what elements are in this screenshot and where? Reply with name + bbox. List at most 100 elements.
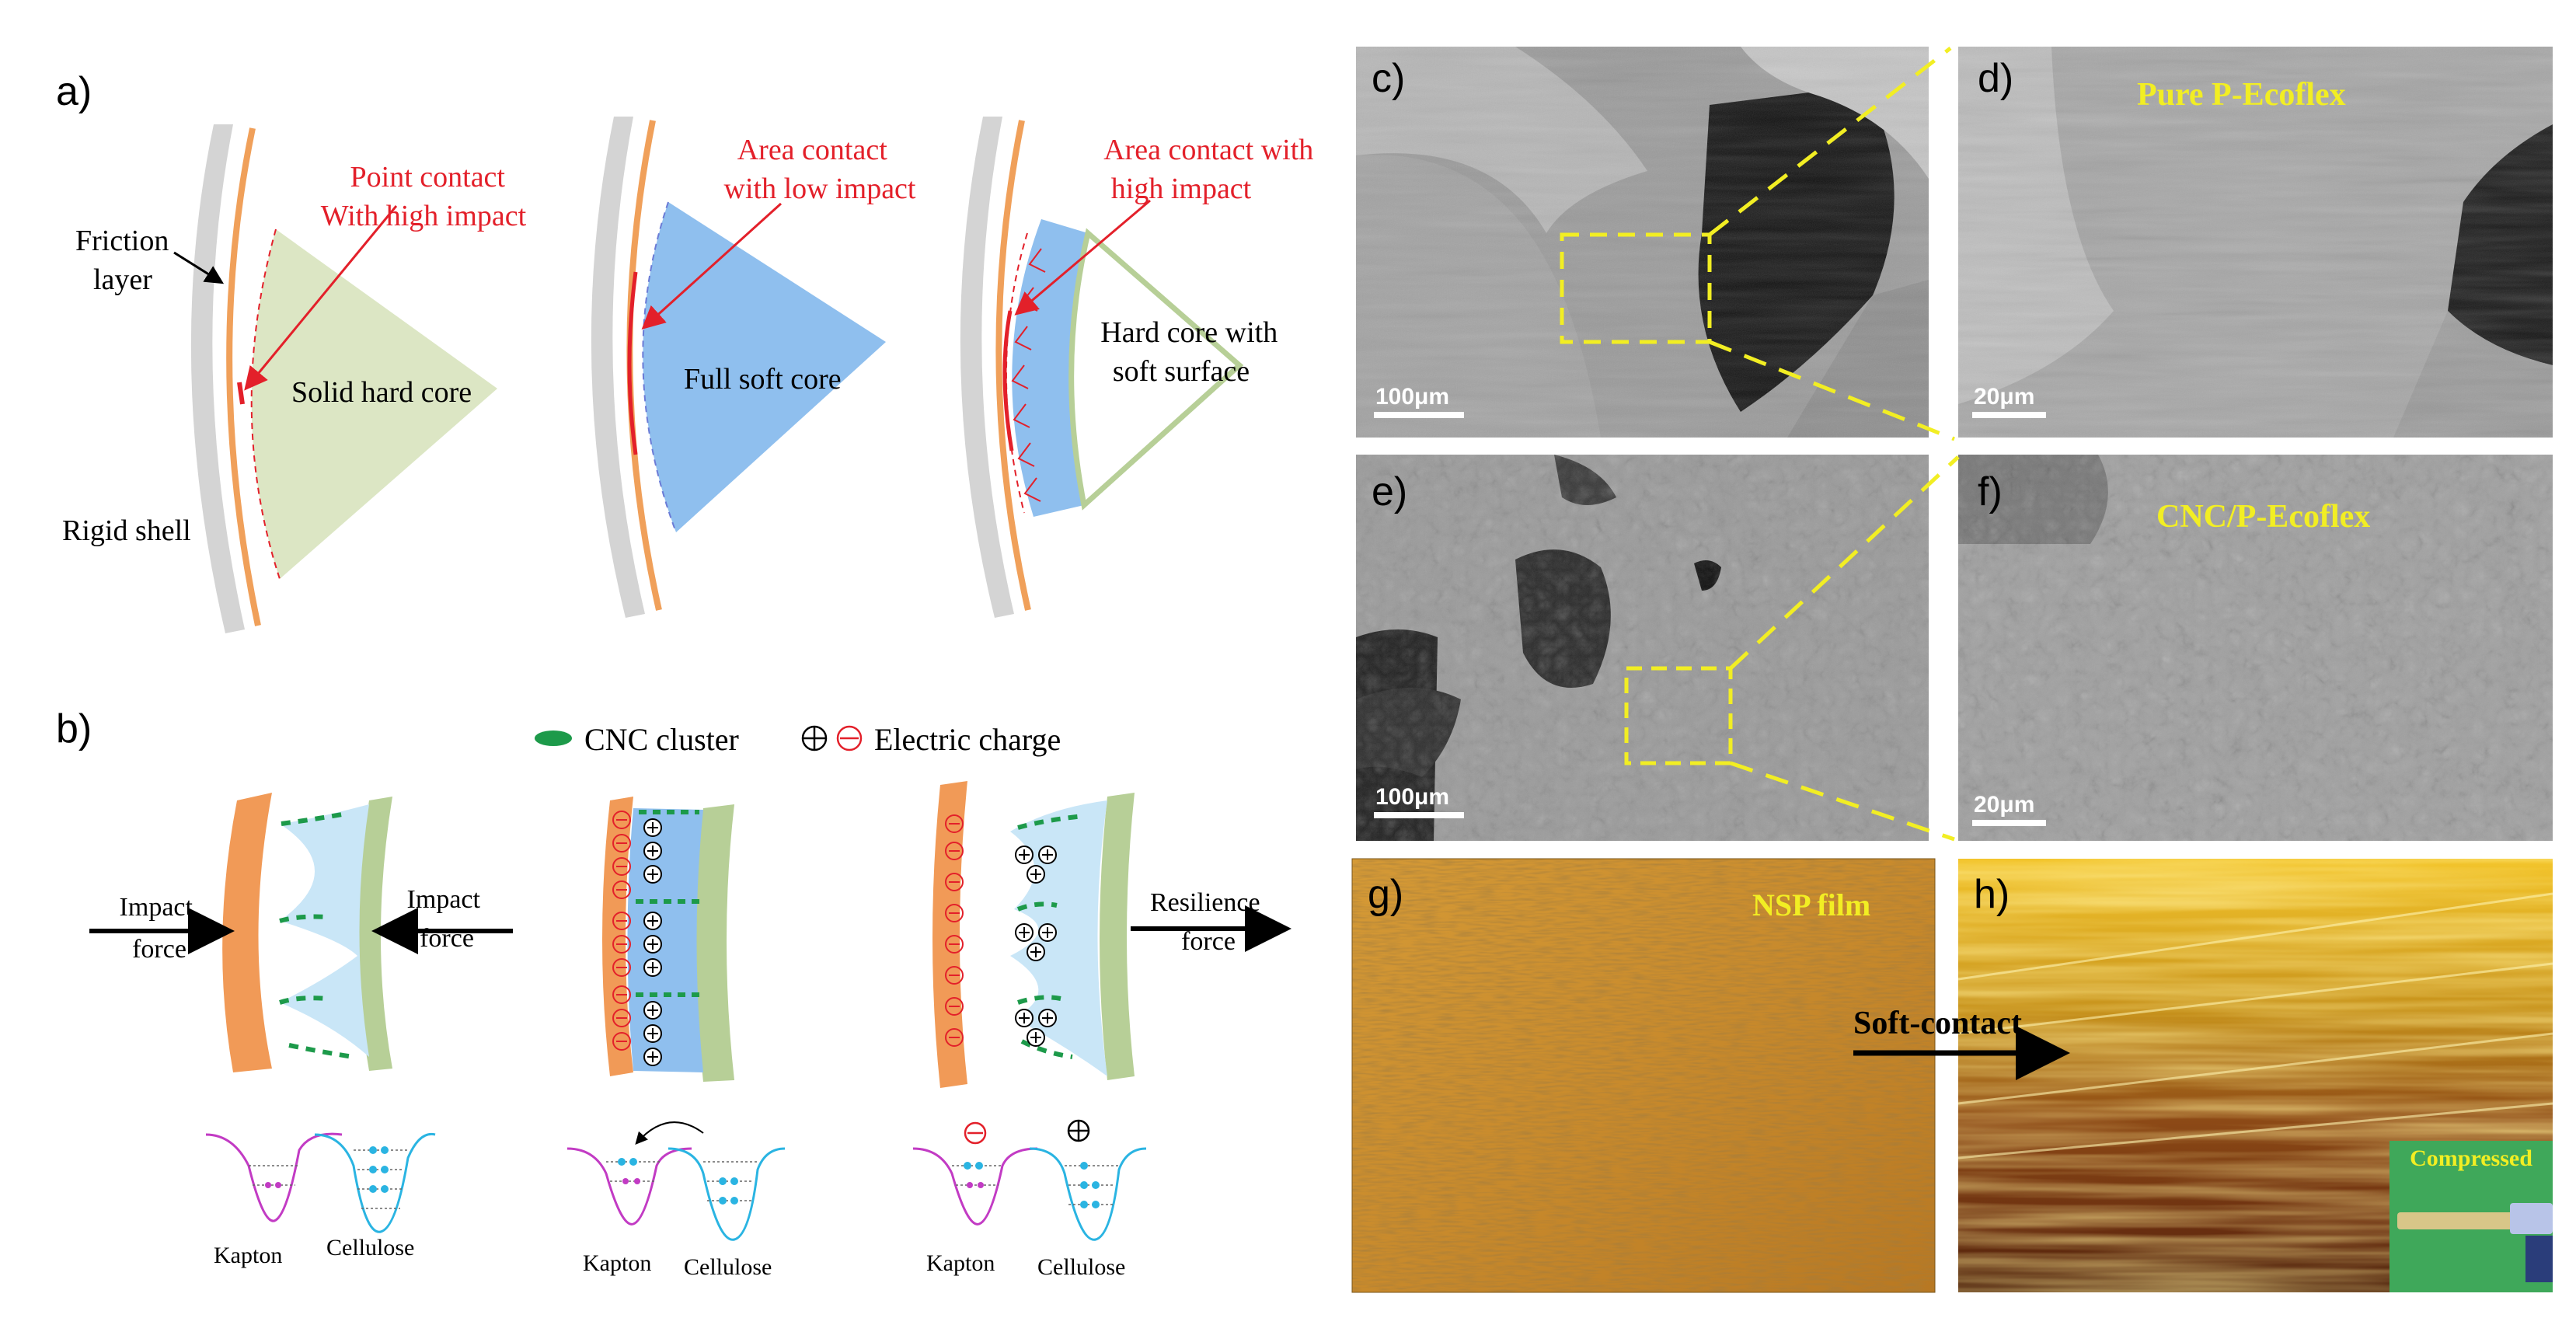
plus-charge-icon: [1015, 923, 1034, 942]
point-contact-arrow: [244, 205, 398, 391]
kapton-electrons-3: [967, 1182, 984, 1188]
minus-charge-icon: [612, 1032, 631, 1051]
panel-label-e: e): [1372, 469, 1407, 514]
kapton-well-1: [205, 1132, 343, 1222]
label-pure-p-ecoflex: Pure P-Ecoflex: [2137, 77, 2346, 113]
cellulose-label-3: Cellulose: [1037, 1254, 1125, 1280]
panel-b: b) CNC cluster Electric charge Im: [56, 706, 1291, 1280]
panel-label-f: f): [1978, 469, 2003, 514]
electron-transfer-arrow: [635, 1121, 704, 1145]
cellulose-layer-3: [1100, 793, 1135, 1080]
minus-charge-icon: [612, 834, 631, 853]
stage-2: Kapton Cellulose: [566, 797, 786, 1280]
scale-label-d: 20μm: [1974, 384, 2034, 410]
area-contact-mark-right: [1002, 310, 1014, 452]
scale-bar-c: [1374, 412, 1464, 418]
core-edge-dashed-left: [250, 228, 281, 580]
minus-charge-icon: [945, 1028, 964, 1047]
impact-force-left-label: Impact force: [120, 893, 200, 964]
minus-charge-icon: [612, 880, 631, 899]
panel-label-g: g): [1368, 872, 1403, 917]
point-contact-mark: [237, 382, 245, 405]
scale-bar-d: [1972, 412, 2046, 418]
label-nsp-film: NSP film: [1752, 887, 1870, 922]
negative-charges-3: [945, 814, 964, 1047]
energy-levels-1: [249, 1149, 408, 1209]
impact-force-right-label: Impact force: [407, 885, 487, 953]
friction-layer-label: Friction layer: [75, 225, 176, 296]
area-contact-arrow-middle: [641, 202, 783, 330]
plus-charge-icon: [643, 912, 662, 930]
cellulose-well-2: [668, 1147, 786, 1241]
rigid-shell-right: [960, 117, 1014, 618]
solid-hard-core-label: Solid hard core: [291, 376, 472, 409]
minus-charge-icon: [945, 904, 964, 922]
kapton-layer-1: [222, 793, 272, 1072]
scale-label-c: 100μm: [1375, 384, 1449, 410]
kapton-electrons-1: [265, 1182, 281, 1188]
stage-3: Resilience force: [912, 781, 1291, 1280]
panel-f-sem-image: 20μm f) CNC/P-Ecoflex: [1958, 455, 2553, 841]
cellulose-label-1: Cellulose: [326, 1235, 414, 1260]
positive-charges-3: [1015, 846, 1057, 1047]
solid-hard-core: [251, 229, 497, 579]
label-cnc-p-ecoflex: CNC/P-Ecoflex: [2156, 499, 2370, 535]
plus-charge-icon: [643, 935, 662, 954]
plus-charge-icon: [1027, 1028, 1045, 1047]
plus-charge-icon: [1038, 923, 1057, 942]
plus-charge-icon: [643, 1001, 662, 1020]
panel-e-sem-image: 100μm e): [1356, 455, 1929, 841]
panel-label-b: b): [56, 706, 92, 751]
positive-charges-2: [643, 818, 662, 1066]
soft-surface-edge: [1006, 232, 1028, 514]
cellulose-label-2: Cellulose: [684, 1254, 772, 1280]
full-soft-core: [643, 202, 886, 532]
friction-layer-left: [226, 127, 261, 626]
resilience-force-label: Resilience force: [1150, 888, 1267, 956]
plus-charge-icon: [1015, 1009, 1034, 1027]
plus-charge-icon: [643, 1048, 662, 1066]
cellulose-layer-2: [695, 804, 734, 1082]
panel-g-optical-image: g) NSP film: [1351, 858, 1936, 1293]
minus-charge-icon: [612, 958, 631, 977]
area-contact-low-label: Area contact with low impact: [724, 134, 916, 205]
point-contact-label: Point contact With high impact: [321, 161, 527, 232]
panel-label-h: h): [1974, 872, 2010, 917]
stage-1: Impact force Impact force Kapton Cellulo…: [89, 793, 513, 1268]
cnc-clusters-2: [636, 810, 699, 997]
plus-charge-icon: [1027, 943, 1045, 961]
zoom-connectors: [1708, 47, 1960, 842]
cnc-cluster-icon: [535, 730, 572, 746]
label-compressed: Compressed: [2410, 1145, 2532, 1171]
scale-label-f: 20μm: [1974, 792, 2034, 818]
minus-charge-icon: [612, 935, 631, 954]
cellulose-well-1: [314, 1132, 436, 1233]
friction-layer-pointer: [173, 251, 225, 284]
scale-bar-e: [1374, 812, 1464, 818]
minus-charge-icon: [612, 1009, 631, 1027]
kapton-well-3: [912, 1147, 1038, 1226]
scale-bar-f: [1972, 820, 2046, 826]
compressed-cellulose-2: [627, 808, 703, 1072]
plus-charge-icon: [643, 958, 662, 977]
minus-charge-icon: [945, 814, 964, 833]
minus-charge-icon: [945, 873, 964, 891]
plus-charge-icon: [643, 842, 662, 860]
panel-h-optical-image: h) Compressed: [1957, 859, 2553, 1292]
plus-charge-icon: [1015, 846, 1034, 864]
minus-charge-icon: [945, 997, 964, 1016]
transferred-electrons-3: [964, 1162, 983, 1170]
minus-charge-icon-3: [964, 1121, 987, 1145]
panel-label-c: c): [1372, 56, 1405, 101]
kapton-label-2: Kapton: [583, 1250, 651, 1276]
scale-label-e: 100μm: [1375, 784, 1449, 810]
plus-charge-icon: [1038, 846, 1057, 864]
hard-core-soft-surface-label: Hard core with soft surface: [1100, 316, 1285, 388]
minus-charge-icon: [945, 842, 964, 860]
label-soft-contact: Soft-contact: [1853, 1006, 2022, 1041]
zoom-box-c: [1560, 232, 1712, 344]
minus-charge-icon: [945, 966, 964, 985]
panel-c-sem-image: 100μm c): [1356, 47, 1929, 438]
kapton-label-3: Kapton: [926, 1250, 995, 1276]
